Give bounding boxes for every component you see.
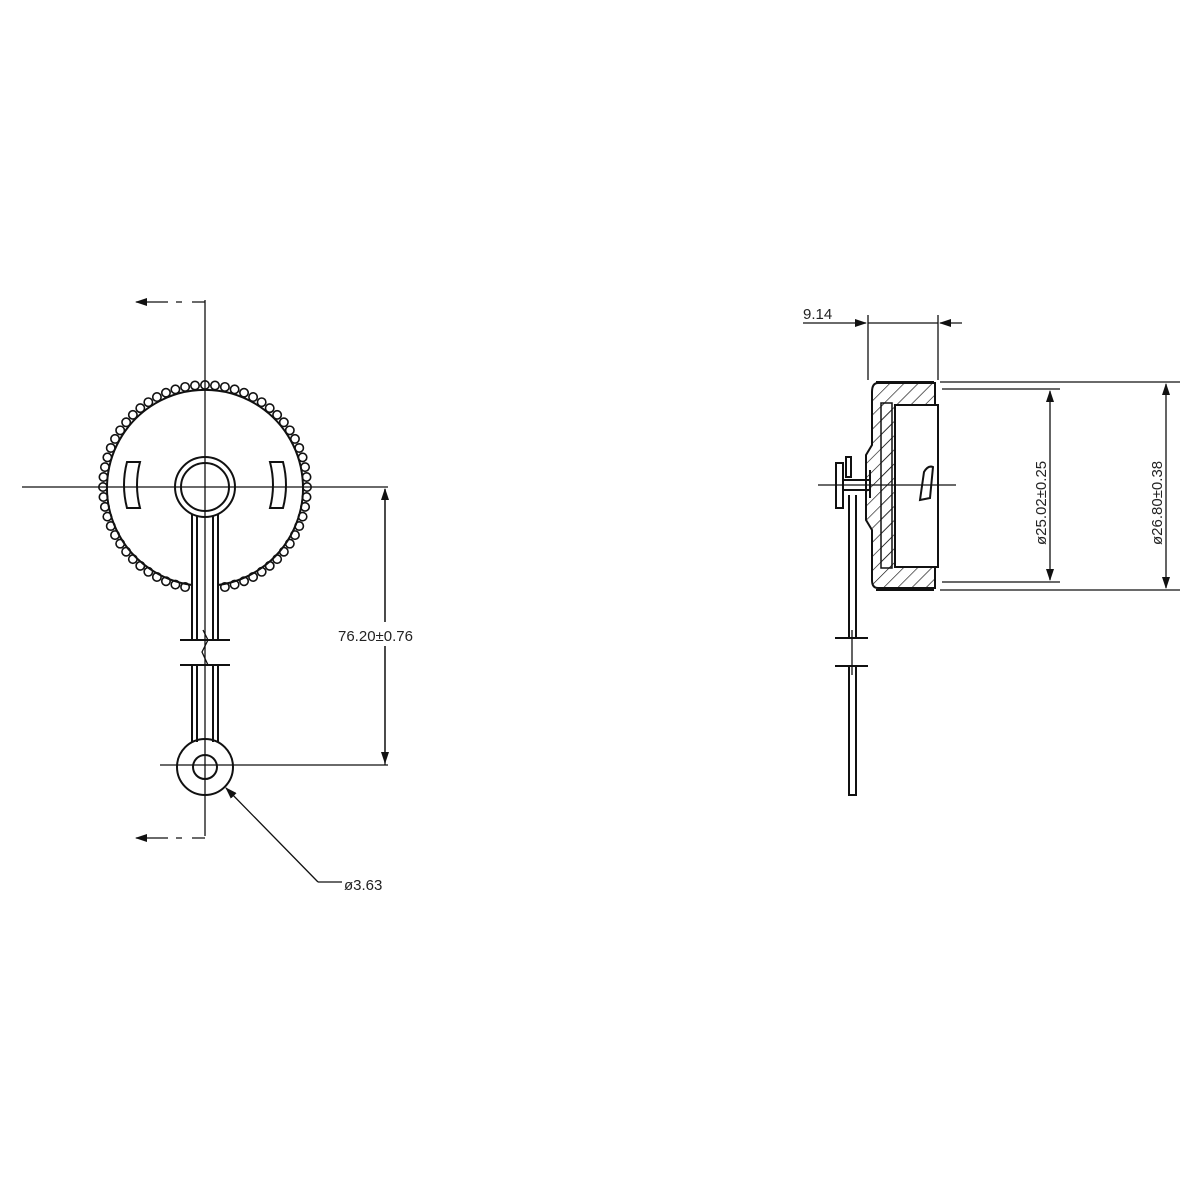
terminal-wire — [835, 495, 868, 796]
length-dimension-label: 76.20±0.76 — [338, 628, 413, 645]
rim-serration — [135, 403, 146, 414]
rim-serration — [115, 425, 126, 436]
rim-serration — [278, 417, 289, 428]
outer-diameter-label: ø26.80±0.38 — [1149, 461, 1166, 545]
rim-serration — [180, 381, 191, 392]
rim-serration — [209, 380, 220, 391]
side-view: 9.14 ø25.02±0.25 ø26.80±0.38 — [803, 306, 1180, 796]
rim-serration — [170, 384, 181, 395]
rim-serration — [190, 380, 201, 391]
rim-serration — [151, 392, 162, 403]
inner-diameter-label: ø25.02±0.25 — [1033, 461, 1050, 545]
terminal-rivet — [843, 470, 871, 498]
front-view: 76.20±0.76 ø3.63 — [22, 300, 444, 894]
slot-right — [268, 461, 287, 509]
rim-serration — [127, 409, 138, 420]
rim-serration — [229, 384, 240, 395]
rim-serration — [248, 392, 259, 403]
rim-serration — [272, 409, 283, 420]
slot-left — [123, 461, 142, 509]
hole-leader — [225, 787, 319, 883]
rim-serration — [264, 403, 275, 414]
thickness-dimension-label: 9.14 — [803, 306, 832, 323]
rim-serration — [256, 397, 267, 408]
rim-serration — [121, 417, 132, 428]
hole-diameter-label: ø3.63 — [344, 877, 382, 894]
cavity-outline — [895, 404, 939, 568]
rim-serration — [143, 397, 154, 408]
inner-tab — [918, 465, 935, 502]
rim-serration — [284, 425, 295, 436]
rim-serration — [219, 381, 230, 392]
